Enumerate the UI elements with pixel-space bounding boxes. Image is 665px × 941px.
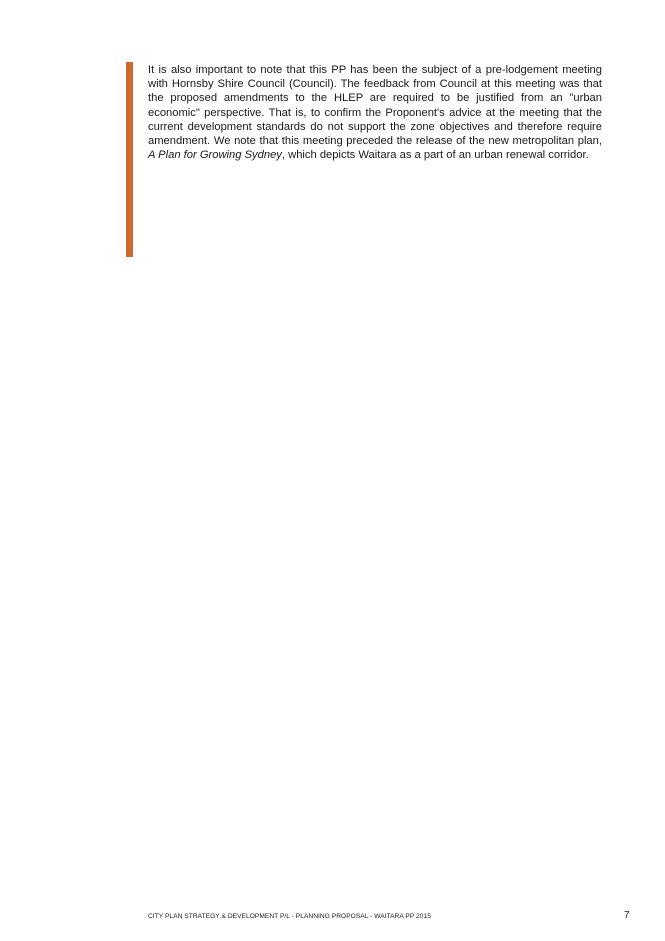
- body-paragraph: It is also important to note that this P…: [148, 63, 602, 162]
- accent-bar: [126, 62, 133, 257]
- paragraph-text-2: , which depicts Waitara as a part of an …: [281, 149, 589, 162]
- footer-text: CITY PLAN STRATEGY & DEVELOPMENT P/L - P…: [148, 913, 431, 920]
- page-number: 7: [624, 910, 630, 921]
- paragraph-text-1: It is also important to note that this P…: [148, 64, 602, 148]
- plan-title-italic: A Plan for Growing Sydney: [148, 149, 282, 162]
